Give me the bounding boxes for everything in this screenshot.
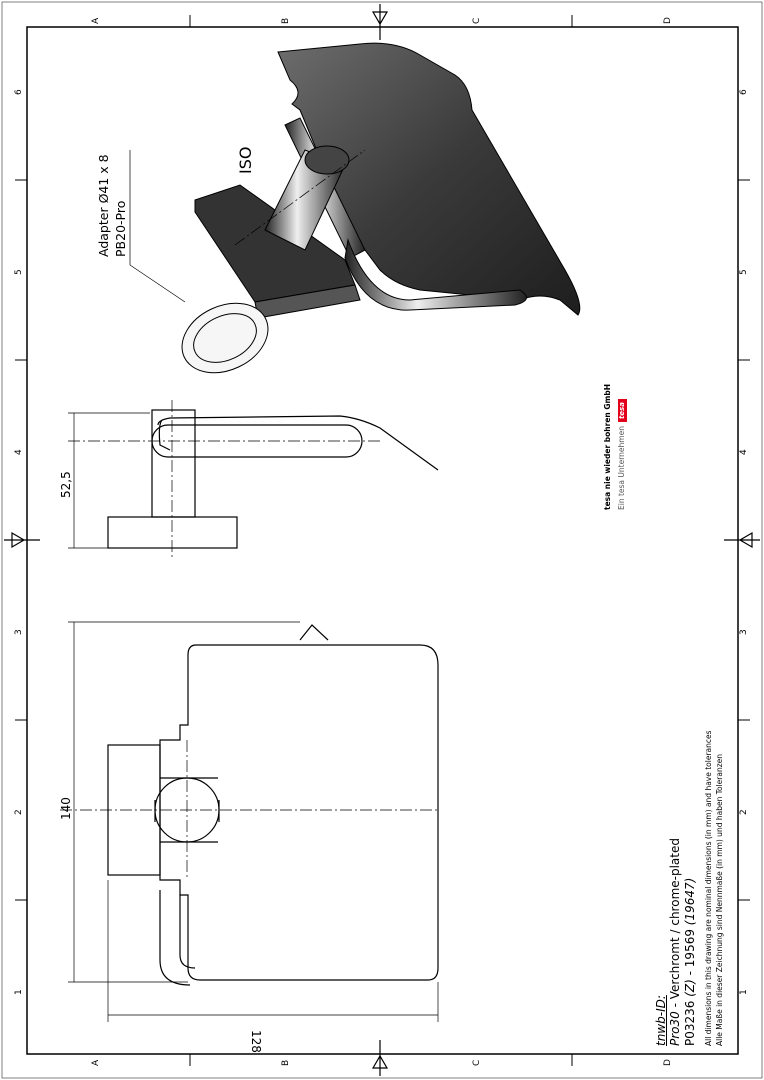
dimension-width: 128	[249, 1030, 263, 1053]
zone-label-3-right: 3	[739, 629, 749, 635]
product-description: - Verchromt / chrome-plated	[668, 838, 682, 1012]
iso-label: ISO	[236, 146, 255, 174]
article-alt: (19647)	[683, 877, 697, 926]
zone-label-1-right: 1	[739, 989, 749, 995]
company-subtitle: Ein tesa Unternehmen tesa	[617, 399, 627, 510]
zone-label-b-bottom: B	[281, 1059, 291, 1066]
front-view	[60, 621, 440, 1022]
note-english: All dimensions in this drawing are nomin…	[704, 730, 713, 1046]
iso-view	[129, 42, 581, 374]
company-sub-text: Ein tesa Unternehmen	[617, 426, 626, 510]
note-german: Alle Maße in dieser Zeichnung sind Nennm…	[715, 753, 724, 1046]
zone-label-5-right: 5	[739, 269, 749, 275]
tesa-logo: tesa	[618, 399, 627, 423]
zone-label-a-bottom: A	[91, 1059, 101, 1066]
dimension-lines	[68, 621, 439, 1022]
zone-label-1-left: 1	[14, 989, 24, 995]
zone-label-6-right: 6	[739, 89, 749, 95]
zone-label-2-left: 2	[14, 809, 24, 815]
zone-label-b-top: B	[281, 17, 291, 24]
zone-label-5-left: 5	[14, 269, 24, 275]
adapter-label: Adapter Ø41 x 8	[96, 154, 111, 257]
product-line: Pro30 - Verchromt / chrome-plated	[668, 838, 682, 1046]
article-number: P03236	[683, 1000, 697, 1046]
center-marks	[4, 4, 760, 1076]
zone-label-d-bottom: D	[663, 1059, 673, 1066]
zone-label-2-right: 2	[739, 809, 749, 815]
company-name: tesa nie wieder bohren GmbH	[603, 384, 612, 510]
adapter-model-label: PB20-Pro	[113, 200, 128, 257]
zone-label-4-right: 4	[739, 449, 749, 455]
zone-label-3-left: 3	[14, 629, 24, 635]
id-label: tnwb-ID:	[654, 995, 668, 1046]
zone-label-d-top: D	[663, 17, 673, 24]
zone-label-c-bottom: C	[472, 1059, 482, 1066]
dimension-height: 140	[59, 797, 73, 820]
article-mid: - 19569	[683, 925, 697, 980]
zone-label-a-top: A	[91, 17, 101, 24]
zone-label-6-left: 6	[14, 89, 24, 95]
dimension-depth: 52,5	[59, 471, 73, 498]
zone-label-4-left: 4	[14, 449, 24, 455]
product-prefix: Pro30	[668, 1011, 682, 1046]
article-line: P03236 (Z) - 19569 (19647)	[683, 877, 697, 1046]
side-view	[68, 400, 439, 560]
zone-label-c-top: C	[472, 17, 482, 24]
article-variant: (Z)	[683, 979, 697, 997]
